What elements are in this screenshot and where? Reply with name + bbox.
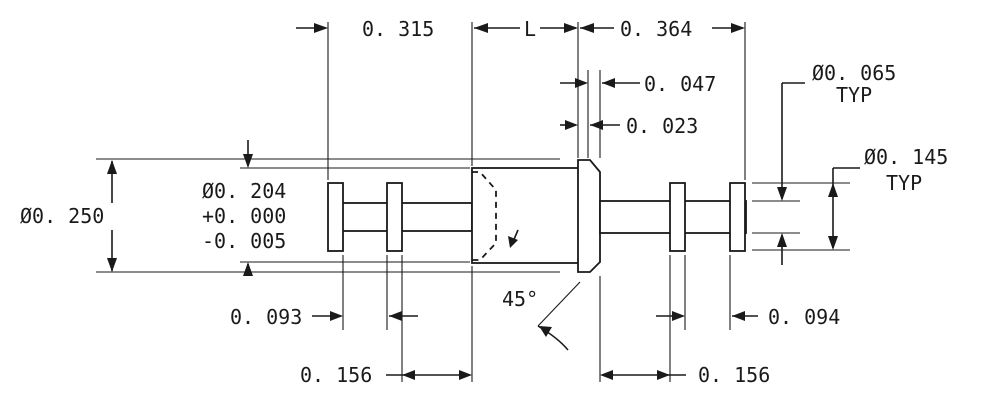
left-collar-outer [327, 182, 344, 252]
dim-top-length: L [524, 17, 536, 41]
part-outline [327, 159, 747, 273]
left-shaft [339, 202, 473, 232]
dim-overall-dia: Ø0. 250 [20, 204, 104, 228]
dim-right-pitch: 0. 156 [698, 363, 770, 387]
dim-top-left: 0. 315 [362, 17, 434, 41]
dim-body-dia: Ø0. 204 [202, 179, 286, 203]
hidden-chamfer [472, 171, 497, 261]
extension-lines [96, 22, 850, 382]
dim-top-right: 0. 364 [620, 17, 692, 41]
left-collar-inner [386, 182, 403, 252]
dim-small-dia: Ø0. 065 [812, 61, 896, 85]
dimension-labels: 0. 315 L 0. 364 0. 047 0. 023 Ø0. 065 TY… [20, 17, 948, 387]
dim-tol-plus: +0. 000 [202, 204, 286, 228]
dim-large-dia: Ø0. 145 [864, 145, 948, 169]
dim-right-slot: 0. 094 [768, 305, 840, 329]
dim-left-pitch: 0. 156 [300, 363, 372, 387]
dim-left-slot: 0. 093 [230, 305, 302, 329]
body [471, 167, 581, 264]
right-collar-outer [729, 182, 746, 252]
dim-flange-step: 0. 023 [626, 114, 698, 138]
dim-angle: 45° [502, 287, 538, 311]
dim-large-dia-note: TYP [886, 171, 922, 195]
flange [577, 159, 601, 273]
dim-tol-minus: -0. 005 [202, 229, 286, 253]
right-collar-inner [669, 182, 686, 252]
dimension-lines [107, 23, 860, 380]
dim-small-dia-note: TYP [836, 83, 872, 107]
dim-flange-thickness: 0. 047 [644, 72, 716, 96]
